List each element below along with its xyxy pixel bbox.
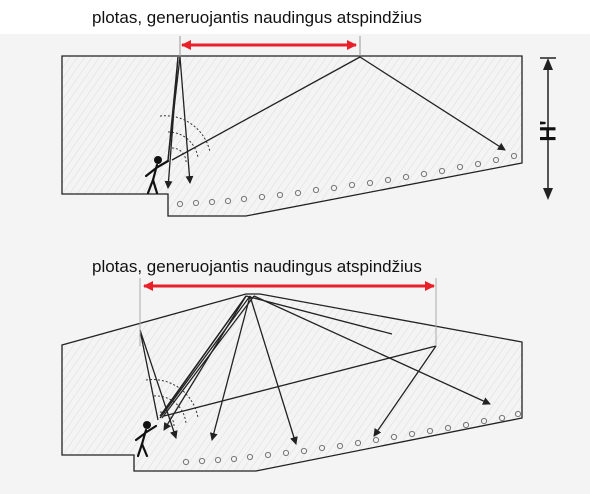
- bottom-sound-waves: [145, 379, 199, 427]
- top-room-outline: [61, 55, 523, 217]
- bottom-reflection-rays: [139, 295, 491, 445]
- top-room: [61, 55, 523, 217]
- top-speaker-figure: [144, 156, 170, 195]
- height-label: H': [535, 120, 561, 142]
- bottom-seats: [182, 410, 522, 466]
- top-caption: plotas, generuojantis naudingus atspindž…: [92, 8, 422, 27]
- top-seats: [176, 152, 518, 208]
- height-dimension-arrow: [540, 57, 556, 200]
- bottom-speaker-figure: [134, 421, 158, 458]
- bottom-caption: plotas, generuojantis naudingus atspindž…: [92, 257, 422, 276]
- top-reflection-rays: [164, 56, 506, 189]
